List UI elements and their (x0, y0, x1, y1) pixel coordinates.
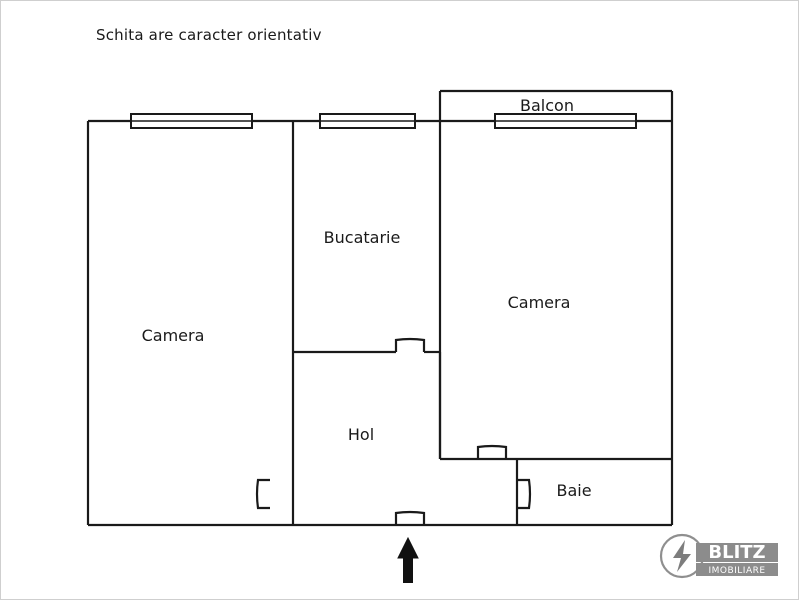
door-baie (517, 478, 532, 510)
logo-bar-top (696, 543, 778, 562)
room-label-baie: Baie (556, 481, 592, 500)
blitz-imobiliare-logo: BLITZ IMOBILIARE (659, 533, 778, 579)
doors (255, 337, 532, 525)
room-label-bucatarie: Bucatarie (323, 228, 401, 247)
page-title: Schita are caracter orientativ (96, 26, 322, 44)
logo-brand-bottom: IMOBILIARE (708, 566, 765, 576)
logo-bar-bottom (696, 563, 778, 576)
door-entrance (394, 510, 426, 525)
room-label-camera-right: Camera (507, 293, 571, 312)
room-label-camera-left: Camera (141, 326, 205, 345)
walls (86, 89, 674, 527)
logo-bolt-icon (673, 540, 691, 572)
entrance-arrow (397, 536, 419, 583)
logo-brand-top: BLITZ (708, 542, 765, 563)
room-label-balcon: Balcon (520, 96, 574, 115)
door-bucatarie (394, 337, 426, 352)
door-camera-left (255, 478, 270, 510)
room-label-hol: Hol (347, 425, 375, 444)
windows (130, 113, 637, 129)
door-camera-right (476, 444, 508, 459)
